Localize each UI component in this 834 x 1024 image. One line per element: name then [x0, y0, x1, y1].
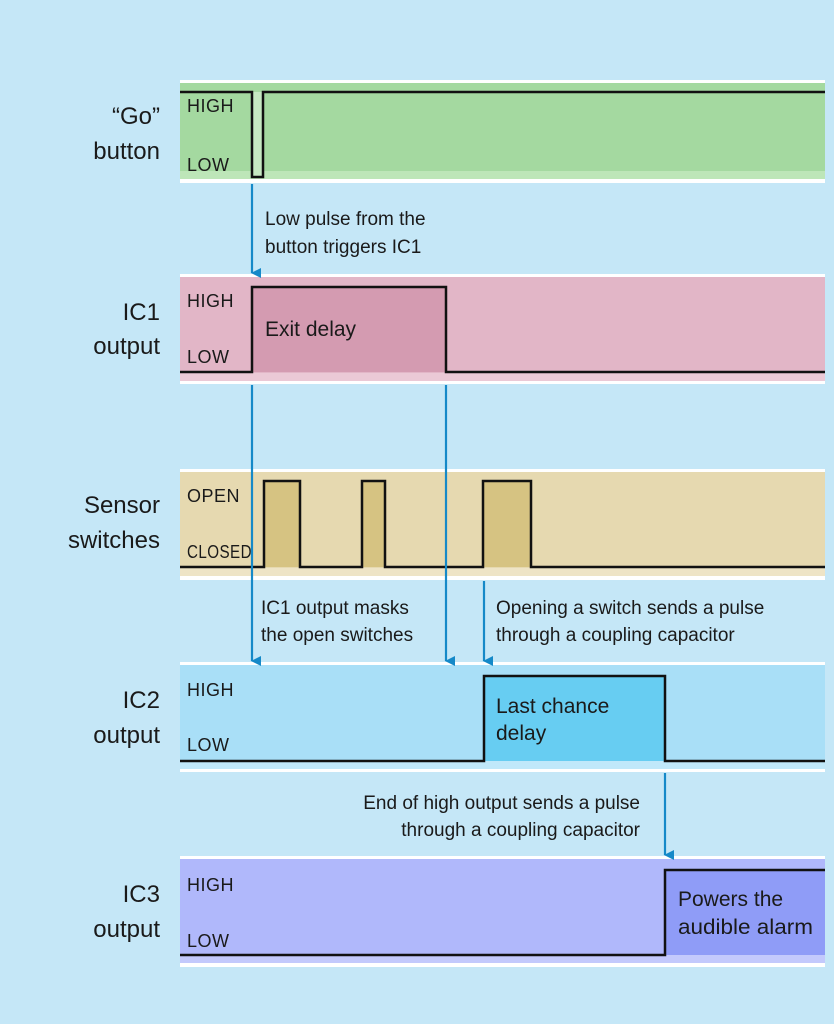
go-row-label-1: “Go” [112, 103, 160, 130]
ic2-pulse-label-1: Last chance [496, 695, 609, 718]
ic3-row-label-2: output [93, 916, 160, 943]
ic3-band-bottom [180, 955, 825, 963]
ic2-waveform [180, 674, 825, 763]
sensor-open-label: OPEN [187, 486, 240, 506]
ic1-pulse-label: Exit delay [265, 318, 357, 341]
ic1-row: IC1 output HIGH LOW Exit delay [93, 274, 825, 384]
ic3-pulse-fill [665, 870, 825, 955]
ic2-low-label: LOW [187, 735, 230, 755]
go-waveform [180, 90, 825, 179]
sensor-row: Sensor switches OPEN CLOSED [68, 469, 825, 580]
ic1-row-label-2: output [93, 333, 160, 360]
sensor-pulse-2-fill [362, 481, 385, 567]
annotation-1-line-1: Low pulse from the [265, 209, 426, 230]
go-high-label: HIGH [187, 96, 234, 116]
ic1-row-label-1: IC1 [123, 299, 160, 326]
ic3-row: IC3 output HIGH LOW Powers the audible a… [93, 856, 825, 967]
sensor-waveform [180, 479, 825, 569]
annotations: Low pulse from the button triggers IC1 I… [261, 209, 764, 841]
go-band [180, 83, 825, 179]
ic1-high-label: HIGH [187, 291, 234, 311]
sensor-pulse-1-fill [264, 481, 300, 567]
go-band-bottom [180, 171, 825, 179]
ic3-row-label-1: IC3 [123, 881, 160, 908]
ic1-low-label: LOW [187, 347, 230, 367]
go-button-row: “Go” button HIGH LOW [93, 80, 825, 183]
ic3-low-label: LOW [187, 931, 230, 951]
annotation-4-line-1: End of high output sends a pulse [363, 793, 640, 814]
arrows [250, 184, 674, 860]
go-row-label-2: button [93, 138, 160, 165]
ic2-band-bottom [180, 761, 825, 769]
annotation-4-line-2: through a coupling capacitor [401, 820, 640, 841]
annotation-2-line-2: the open switches [261, 625, 413, 646]
sensor-closed-label: CLOSED [187, 542, 252, 562]
ic3-waveform [180, 868, 825, 957]
annotation-3-line-2: through a coupling capacitor [496, 625, 735, 646]
annotation-2-line-1: IC1 output masks [261, 598, 409, 619]
ic3-high-label: HIGH [187, 875, 234, 895]
ic2-row: IC2 output HIGH LOW Last chance delay [93, 662, 825, 772]
ic1-waveform [180, 285, 825, 374]
ic2-row-label-2: output [93, 722, 160, 749]
sensor-band-bottom [180, 568, 825, 576]
ic1-pulse-fill [252, 287, 446, 372]
sensor-pulse-3-fill [483, 481, 531, 567]
sensor-row-label-2: switches [68, 527, 160, 554]
ic3-pulse-label-1: Powers the [678, 888, 783, 911]
ic1-band-bottom [180, 373, 825, 381]
annotation-3-line-1: Opening a switch sends a pulse [496, 598, 764, 619]
ic2-row-label-1: IC2 [123, 687, 160, 714]
ic2-pulse-fill [484, 676, 665, 761]
annotation-1-line-2: button triggers IC1 [265, 237, 421, 258]
sensor-row-label-1: Sensor [84, 492, 160, 519]
ic2-high-label: HIGH [187, 680, 234, 700]
ic2-pulse-label-2: delay [496, 722, 547, 745]
go-pulse-fill [252, 92, 263, 177]
ic3-pulse-label-2: audible alarm [678, 916, 813, 939]
go-low-label: LOW [187, 155, 230, 175]
